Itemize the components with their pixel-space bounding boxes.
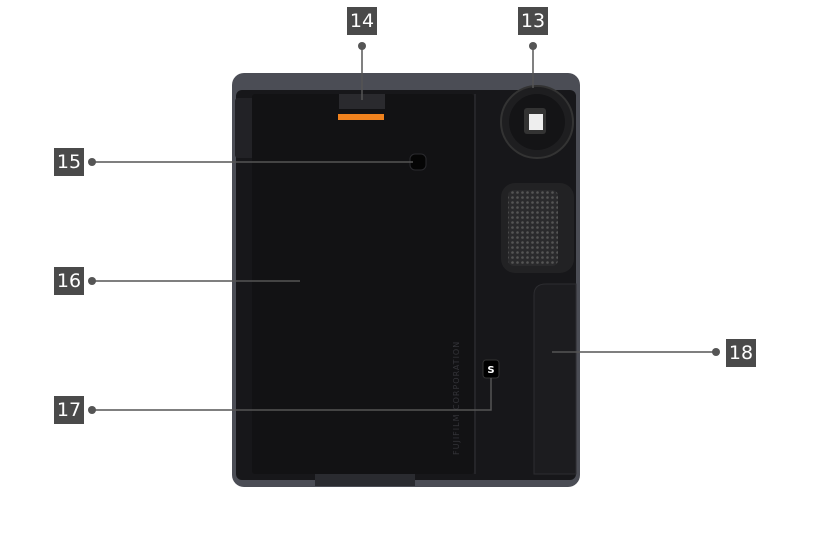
film-door-latch bbox=[339, 94, 385, 109]
callout-15: 15 bbox=[54, 148, 84, 176]
svg-text:S: S bbox=[487, 365, 494, 376]
callout-16: 16 bbox=[54, 267, 84, 295]
callout-13: 13 bbox=[518, 7, 548, 35]
callout-17: 17 bbox=[54, 396, 84, 424]
callout-18: 18 bbox=[726, 339, 756, 367]
leader-dots bbox=[88, 42, 720, 414]
leader-lines bbox=[92, 46, 716, 411]
side-strap-mount bbox=[235, 98, 255, 158]
callout-14: 14 bbox=[347, 7, 377, 35]
film-door bbox=[252, 94, 474, 474]
viewfinder-window bbox=[529, 114, 543, 130]
indicator-lamp bbox=[338, 114, 384, 120]
engraving-text: FUJIFILM CORPORATION bbox=[452, 341, 461, 455]
battery-cover bbox=[533, 283, 577, 475]
